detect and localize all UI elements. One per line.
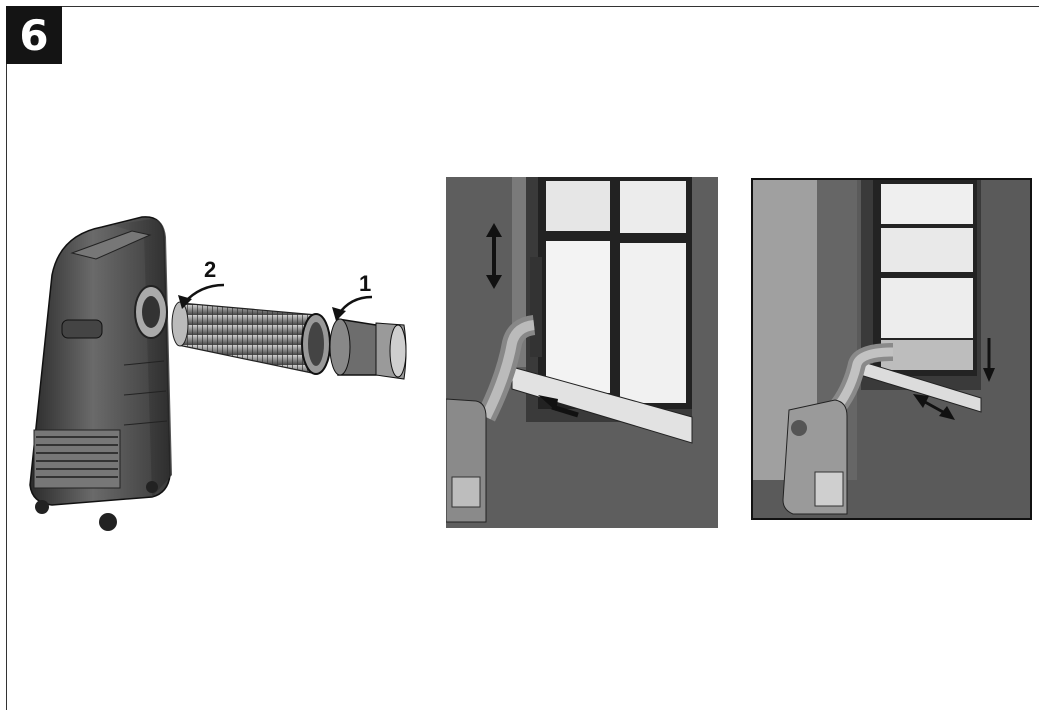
portable-air-conditioner-icon — [783, 400, 847, 514]
exhaust-hose-icon — [172, 302, 330, 374]
hose-step-label: 2 — [204, 257, 216, 282]
step-number-badge: 6 — [6, 6, 62, 64]
step-number: 6 — [19, 11, 48, 60]
window-kit-icon — [857, 180, 981, 412]
adapter-step-label: 1 — [359, 271, 371, 296]
hose-assembly-illustration: 2 1 — [12, 175, 432, 535]
portable-air-conditioner-icon — [446, 399, 486, 522]
portable-air-conditioner-icon — [30, 217, 172, 531]
vertical-window-drawing — [446, 177, 718, 528]
vertical-window-installation-illustration — [446, 177, 718, 528]
window-kit-icon — [512, 177, 692, 443]
horizontal-window-installation-illustration — [751, 178, 1032, 520]
hose-adapter-icon — [330, 319, 406, 379]
hose-assembly-drawing: 2 1 — [12, 175, 432, 535]
horizontal-window-drawing — [753, 180, 1030, 518]
